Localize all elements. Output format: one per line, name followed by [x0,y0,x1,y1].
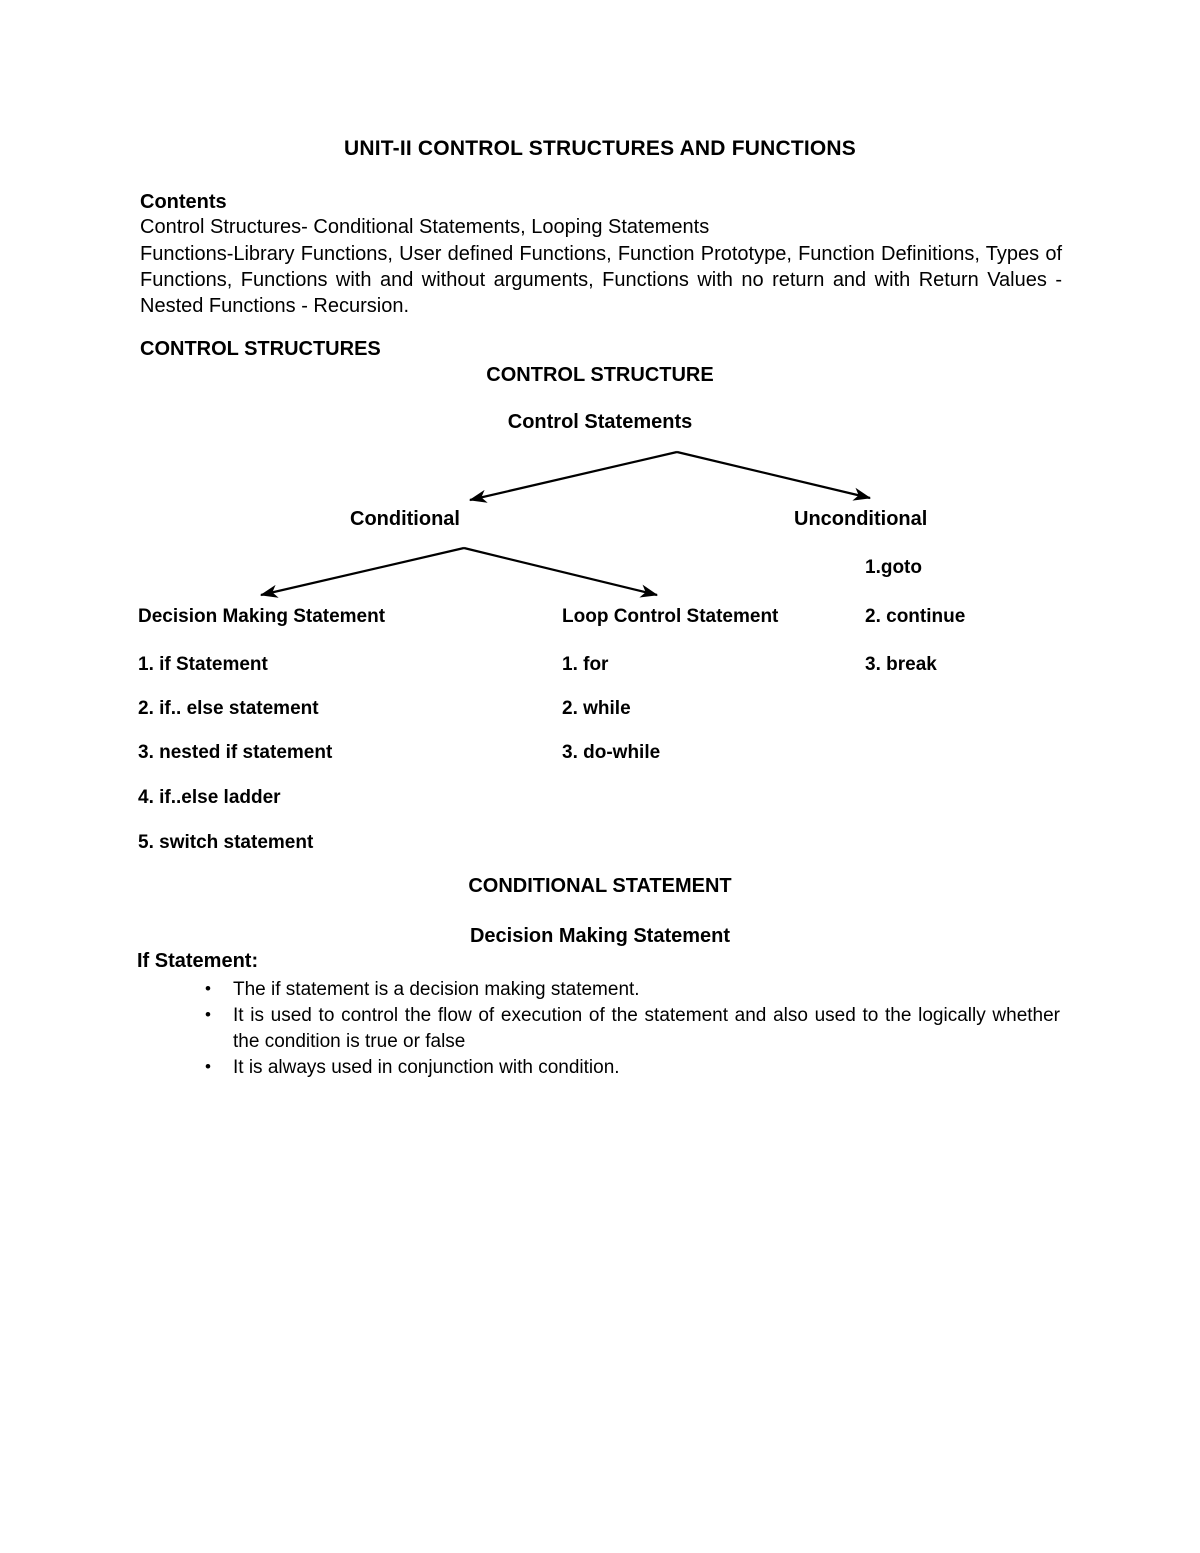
diagram-node-unconditional: Unconditional [794,508,928,530]
contents-line-1: Control Structures- Conditional Statemen… [140,216,710,238]
list-item: 2. continue [865,606,966,627]
list-item: It is always used in conjunction with co… [205,1054,1060,1081]
diagram-node-control-statements: Control Statements [507,411,693,433]
diagram-title: CONTROL STRUCTURE [486,364,714,386]
list-item: 3. nested if statement [138,742,333,763]
contents-label: Contents [140,191,227,213]
list-item: 2. while [562,698,631,719]
diagram-node-conditional: Conditional [350,508,460,530]
contents-paragraph: Functions-Library Functions, User define… [140,243,1062,317]
subheading-decision-making-statement: Decision Making Statement [469,925,731,947]
list-item: 2. if.. else statement [138,698,319,719]
list-item: The if statement is a decision making st… [205,976,1060,1003]
section-heading-control-structures: CONTROL STRUCTURES [140,338,381,360]
list-item: 1.goto [865,557,922,578]
page-title: UNIT-II CONTROL STRUCTURES AND FUNCTIONS [344,137,856,160]
list-item: 1. if Statement [138,654,268,675]
column-header-decision: Decision Making Statement [138,606,386,627]
label-if-statement: If Statement: [137,950,259,972]
heading-conditional-statement: CONDITIONAL STATEMENT [468,875,732,897]
control-structure-diagram: CONTROL STRUCTURE Control Statements Con… [138,364,966,853]
list-item: 3. break [865,654,937,675]
column-header-loop: Loop Control Statement [562,606,779,627]
if-statement-bullet-list: The if statement is a decision making st… [205,976,1060,1081]
list-item: 5. switch statement [138,832,314,853]
list-item: 1. for [562,654,609,675]
diagram-edges [259,450,872,598]
list-item: It is used to control the flow of execut… [205,1002,1060,1055]
list-item: 4. if..else ladder [138,787,281,808]
list-item: 3. do-while [562,742,661,763]
